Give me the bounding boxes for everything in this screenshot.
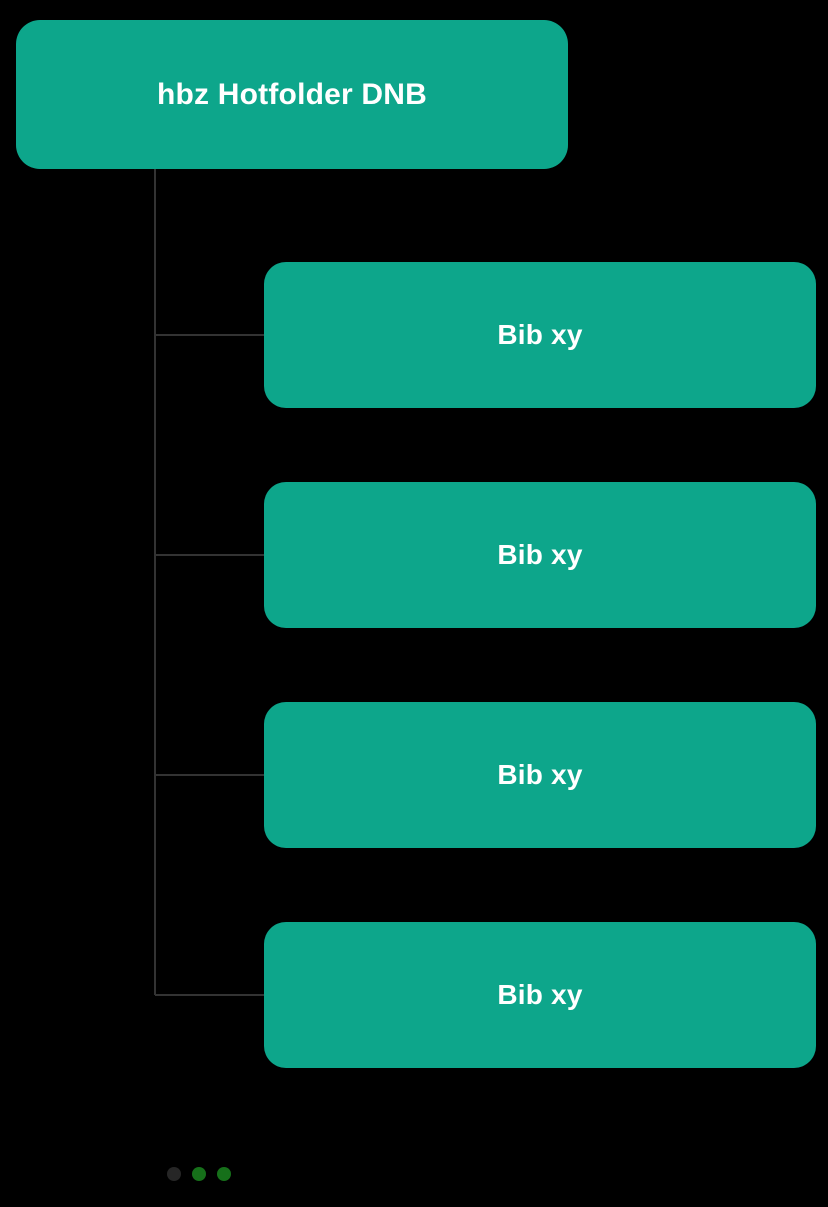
node-child-4[interactable]: Bib xy (264, 922, 816, 1068)
node-child-1[interactable]: Bib xy (264, 262, 816, 408)
node-child-3-label: Bib xy (497, 758, 583, 790)
node-child-2[interactable]: Bib xy (264, 482, 816, 628)
node-child-2-label: Bib xy (497, 538, 583, 570)
pagination-dot-2[interactable] (192, 1167, 206, 1181)
node-child-3[interactable]: Bib xy (264, 702, 816, 848)
pagination-dot-1[interactable] (167, 1167, 181, 1181)
pagination-dot-3[interactable] (217, 1167, 231, 1181)
node-root[interactable]: hbz Hotfolder DNB (16, 20, 568, 169)
pagination-dots[interactable] (167, 1167, 231, 1181)
node-child-4-label: Bib xy (497, 978, 583, 1010)
node-root-label: hbz Hotfolder DNB (156, 78, 428, 111)
node-child-1-label: Bib xy (497, 318, 583, 350)
